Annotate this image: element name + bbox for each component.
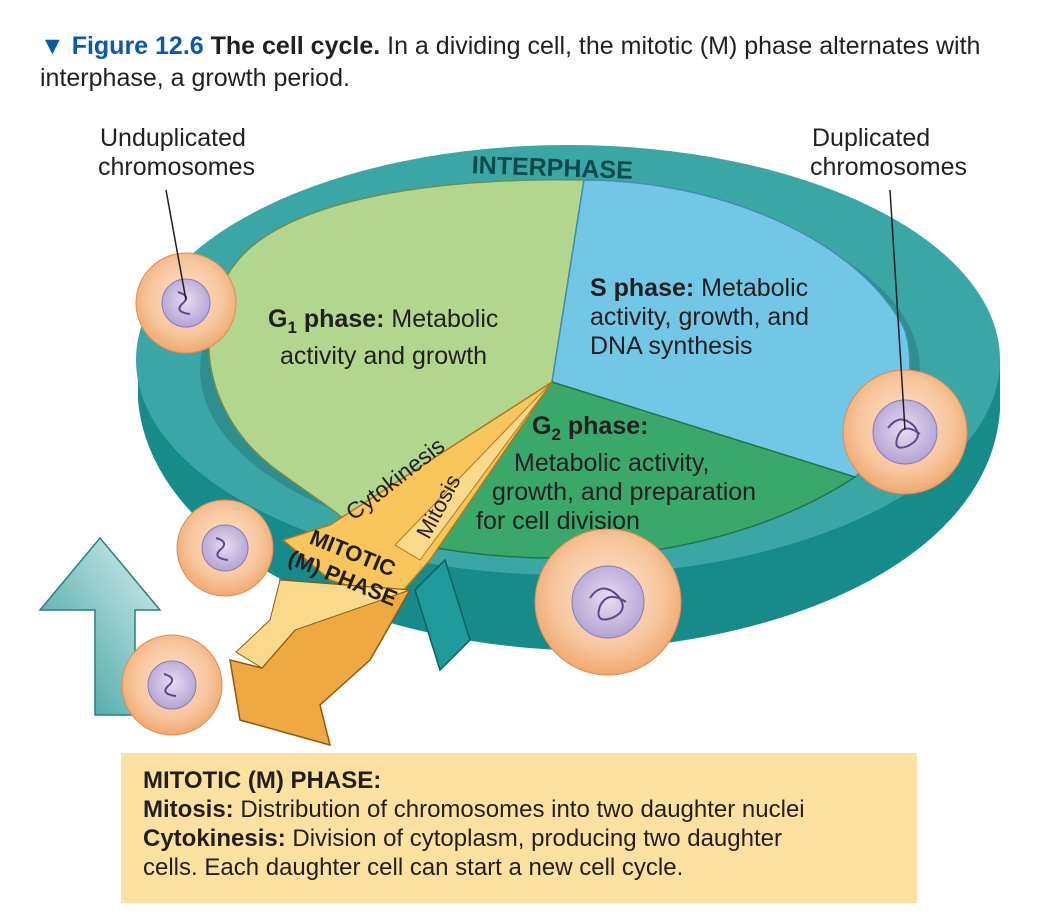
cell-daughter [121, 634, 223, 736]
g1-title-rest: phase: [296, 305, 385, 333]
figure-number: ▼ Figure 12.6 [40, 32, 204, 60]
g1-title-g: G [268, 305, 288, 333]
cell-g2 [534, 528, 682, 676]
duplicated-label-line-2: chromosomes [810, 153, 967, 181]
g2-phase-label: G2 phase: Metabolic activity, growth, an… [476, 412, 756, 536]
g2-title-sub: 2 [551, 425, 561, 444]
leader-unduplicated [165, 189, 187, 301]
g2-text-c: for cell division [476, 507, 640, 535]
g2-title-g: G [532, 412, 552, 440]
duplicated-label: Duplicated chromosomes [810, 124, 967, 182]
mitosis-band [394, 381, 553, 561]
s-phase-title-line: S phase: Metabolic [590, 274, 809, 303]
g2-title-rest: phase: [560, 412, 649, 440]
figure-title: The cell cycle. [210, 32, 381, 60]
figure-caption: ▼ Figure 12.6 The cell cycle. In a divid… [40, 30, 1000, 94]
legend-mitosis-line: Mitosis: Distribution of chromosomes int… [143, 795, 895, 824]
legend-heading: MITOTIC (M) PHASE: [143, 767, 382, 794]
g2-sector [418, 381, 857, 559]
unduplicated-label-line-1: Unduplicated [100, 124, 246, 152]
s-text-c: DNA synthesis [590, 332, 753, 360]
g2-title: G2 phase: [532, 412, 649, 444]
g1-phase-title-line: G1 phase: Metabolic [268, 305, 498, 342]
cell-mitotic [176, 499, 274, 597]
cell-duplicated [842, 369, 968, 495]
figure-caption-text: In a dividing cell, the mitotic (M) phas… [40, 32, 981, 92]
g2-text-a: Metabolic activity, [514, 449, 710, 477]
s-title: S phase: [590, 274, 695, 302]
g1-title: G1 phase: [268, 305, 385, 337]
mitotic-arrow-top [235, 579, 411, 669]
unduplicated-label: Unduplicated chromosomes [98, 124, 255, 182]
mitotic-wedge [281, 381, 553, 601]
duplicated-label-line-1: Duplicated [812, 124, 931, 152]
legend-mitosis-def: Distribution of chromosomes into two dau… [233, 796, 805, 823]
legend-cytokinesis-def-1: Division of cytoplasm, producing two dau… [285, 825, 782, 852]
legend-cytokinesis-term: Cytokinesis: [143, 825, 286, 852]
g1-text-a: Metabolic [391, 305, 499, 333]
legend-mitosis-term: Mitosis: [143, 796, 234, 823]
s-text-b: activity, growth, and [590, 303, 810, 331]
mitotic-phase-legend: MITOTIC (M) PHASE: Mitosis: Distribution… [121, 753, 917, 903]
legend-cytokinesis-line: Cytokinesis: Division of cytoplasm, prod… [143, 824, 895, 853]
leader-duplicated [889, 189, 906, 431]
interphase-label: INTERPHASE [471, 151, 633, 185]
g2-text-b: growth, and preparation [492, 478, 757, 506]
g1-text-b: activity and growth [280, 342, 488, 370]
s-phase-label: S phase: Metabolic activity, growth, and… [590, 274, 809, 361]
cell-unduplicated [135, 252, 237, 354]
g1-title-sub: 1 [287, 318, 297, 337]
g2-phase-title-line: G2 phase: [476, 412, 756, 449]
g1-phase-label: G1 phase: Metabolic activity and growth [268, 305, 498, 371]
legend-cytokinesis-def-2: cells. Each daughter cell can start a ne… [143, 854, 684, 881]
cycle-arrow-head [414, 558, 471, 672]
s-text-a: Metabolic [701, 274, 809, 302]
unduplicated-label-line-2: chromosomes [98, 153, 255, 181]
